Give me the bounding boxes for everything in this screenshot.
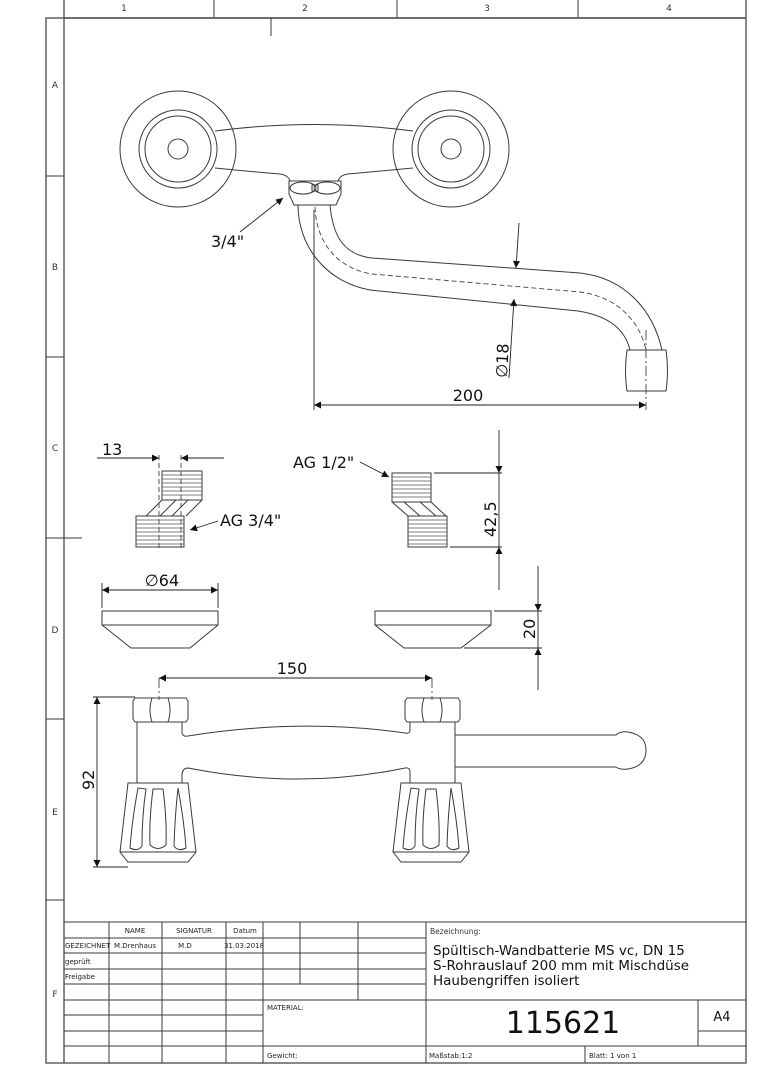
top-view: 3/4" ∅18 200 [119, 90, 668, 410]
rosette-diameter-label: ∅64 [145, 571, 179, 590]
spout-diameter-label: ∅18 [492, 343, 513, 378]
eccentric-height-dimension: 42,5 [434, 430, 503, 590]
zone-row-a: A [52, 81, 59, 91]
scale-label: Maßstab:1:2 [429, 1052, 473, 1060]
drawing-number: 115621 [506, 1006, 621, 1041]
drawn-by-name: M.Drenhaus [114, 942, 156, 950]
outlet-thread-callout: AG 3/4" [189, 511, 281, 532]
center-distance-label: 150 [277, 659, 308, 678]
inlet-thread-callout: 3/4" [211, 197, 284, 251]
paper-format: A4 [713, 1010, 730, 1025]
rosette-height-label: 20 [520, 619, 539, 639]
outlet-thread-label: AG 3/4" [220, 511, 281, 530]
inlet-thread-callout-right: AG 1/2" [293, 453, 390, 478]
description-line-3: Haubengriffen isoliert [433, 973, 579, 989]
drawing-frame [45, 0, 747, 1064]
spout-front [455, 731, 647, 770]
right-handle [392, 782, 470, 863]
rosette-left-side [101, 610, 219, 649]
zone-col-1: 1 [121, 4, 127, 14]
right-rosette-top [392, 90, 510, 208]
weight-label: Gewicht: [267, 1052, 298, 1060]
inlet-thread-label: 3/4" [211, 232, 244, 251]
rosette-diameter-dimension: ∅64 [101, 571, 219, 608]
zone-row-c: C [52, 444, 58, 454]
material-label: MATERIAL: [267, 1004, 304, 1012]
sheet-label: Blatt: 1 von 1 [589, 1052, 636, 1060]
description-line-2: S-Rohrauslauf 200 mm mit Mischdüse [433, 958, 689, 974]
zone-row-f: F [52, 990, 57, 1000]
rosette-right-side [374, 610, 492, 649]
eccentric-left [135, 455, 203, 550]
eccentric-right [391, 472, 448, 548]
zone-row-b: B [52, 263, 58, 273]
description-label: Bezeichnung: [430, 927, 481, 936]
total-height-dimension: 92 [79, 696, 135, 868]
zone-row-d: D [52, 626, 59, 636]
row-label-gezeichnet: GEZEICHNET [65, 942, 111, 950]
spout-reach-label: 200 [453, 386, 484, 405]
center-distance-dimension: 150 [159, 659, 432, 682]
drawn-date: 31.03.2018 [224, 942, 264, 950]
zone-col-4: 4 [666, 4, 672, 14]
drawn-by-signature: M.D [178, 942, 192, 950]
zone-row-e: E [52, 808, 58, 818]
right-nut-front [404, 697, 461, 723]
left-nut-front [132, 697, 189, 723]
body-front [136, 722, 456, 783]
rosette-height-dimension: 20 [464, 566, 542, 690]
title-block-description: Bezeichnung: Spültisch-Wandbatterie MS v… [429, 927, 731, 1060]
header-datum: Datum [233, 927, 257, 935]
front-view [119, 678, 647, 863]
eccentric-offset-dimension: 13 [97, 440, 224, 462]
eccentric-height-label: 42,5 [481, 501, 500, 537]
spout-nut-top [288, 180, 342, 206]
spout-diameter-dimension: ∅18 [492, 222, 520, 378]
title-block-signatures: NAME SIGNATUR Datum GEZEICHNET M.Drenhau… [65, 927, 304, 1060]
left-handle [119, 782, 197, 863]
total-height-label: 92 [79, 770, 98, 790]
row-label-geprueft: geprüft [65, 958, 91, 966]
zone-col-3: 3 [484, 4, 490, 14]
header-signatur: SIGNATUR [176, 927, 212, 935]
zone-labels: 1 2 3 4 A B C D E F [52, 4, 673, 1000]
header-name: NAME [125, 927, 146, 935]
eccentric-offset-label: 13 [102, 440, 122, 459]
inlet-thread-right-label: AG 1/2" [293, 453, 354, 472]
description-line-1: Spültisch-Wandbatterie MS vc, DN 15 [433, 943, 685, 959]
title-block [64, 921, 746, 1063]
spout-reach-dimension: 200 [313, 210, 646, 410]
row-label-freigabe: Freigabe [65, 973, 95, 981]
body-top [214, 124, 414, 182]
s-spout [297, 204, 668, 410]
left-rosette-top [119, 90, 237, 208]
zone-col-2: 2 [302, 4, 308, 14]
